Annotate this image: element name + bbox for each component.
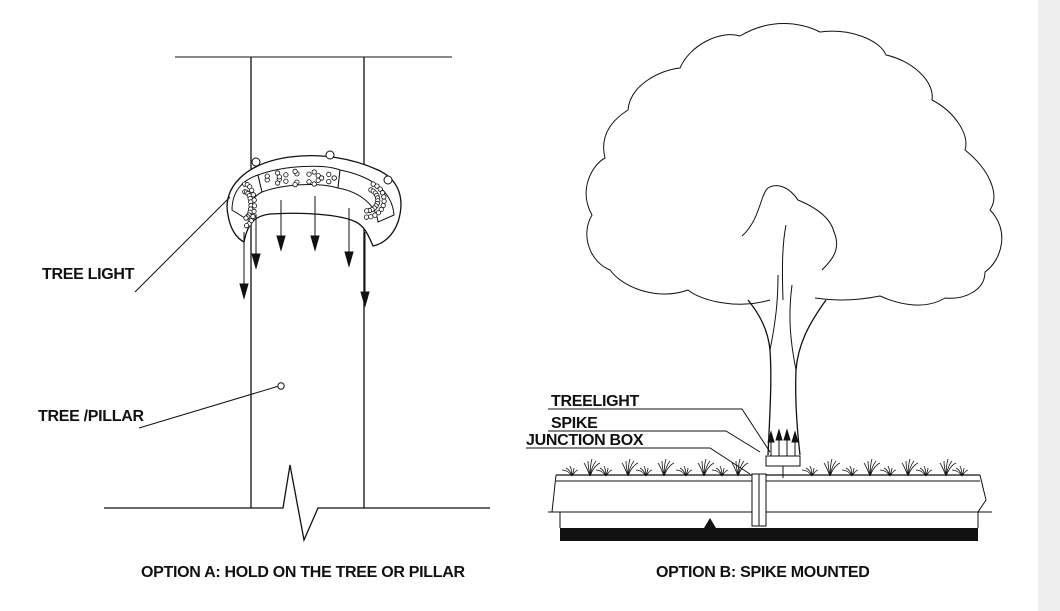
- led-dot: [326, 171, 332, 177]
- led-dot: [374, 183, 380, 189]
- tree-light-leader: [134, 196, 231, 293]
- label-tree-pillar: TREE /PILLAR: [38, 408, 144, 425]
- led-dot: [363, 214, 370, 220]
- option-a-drawing: [104, 56, 490, 543]
- grass-blade: [869, 462, 881, 477]
- ground-break-line: [104, 464, 490, 543]
- label-junction-box: JUNCTION BOX: [526, 432, 644, 449]
- led-dot: [306, 171, 312, 177]
- grass-blade: [721, 469, 729, 477]
- led-dot: [250, 192, 256, 198]
- spike-leader: [548, 430, 761, 453]
- grass-blade: [645, 469, 653, 477]
- led-dot: [381, 198, 387, 204]
- right-edge-margin: [1038, 0, 1060, 611]
- inner-canopy: [741, 185, 838, 271]
- led-dot: [377, 186, 383, 192]
- tree-canopy: [585, 23, 1003, 306]
- caption-option-b: OPTION B: SPIKE MOUNTED: [656, 564, 870, 581]
- downlight-arrows: [239, 196, 370, 308]
- option-b-drawing: [526, 23, 1003, 541]
- grass-blade: [829, 462, 841, 477]
- foundation-slab: [560, 528, 978, 541]
- grass-blade: [907, 462, 919, 477]
- led-dot: [381, 194, 387, 200]
- grass-blade: [605, 469, 613, 477]
- grass-blade: [589, 462, 601, 477]
- tree-pillar-marker: [277, 382, 285, 390]
- grass-blade: [851, 469, 859, 477]
- led-dot: [292, 168, 298, 174]
- led-dot: [375, 210, 382, 216]
- grass-blade: [571, 469, 579, 477]
- tree-light-fixture: [226, 150, 402, 247]
- grass-blade: [889, 469, 897, 477]
- ground-plants: [561, 458, 969, 477]
- led-dot: [251, 197, 257, 203]
- grass-blade: [737, 462, 749, 477]
- led-dot: [311, 169, 317, 175]
- label-tree-light: TREE LIGHT: [42, 266, 135, 283]
- led-dot: [243, 215, 249, 221]
- grass-blade: [945, 462, 957, 477]
- led-dot: [326, 179, 332, 185]
- led-dot: [283, 178, 289, 184]
- caption-option-a: OPTION A: HOLD ON THE TREE OR PILLAR: [141, 564, 465, 581]
- treelight-unit: [765, 455, 801, 467]
- grass-blade: [961, 469, 969, 477]
- led-dot: [318, 175, 325, 181]
- led-dot: [331, 175, 337, 181]
- uplight-arrows: [767, 428, 799, 456]
- led-array: [242, 168, 387, 229]
- led-dot: [251, 203, 258, 209]
- led-dot: [292, 182, 298, 188]
- led-dot: [368, 214, 374, 220]
- grass-blade: [685, 469, 693, 477]
- trunk-right: [794, 299, 827, 456]
- grass-blade: [811, 469, 819, 477]
- led-dot: [274, 170, 281, 176]
- led-dot: [244, 223, 250, 229]
- grass-blade: [663, 462, 675, 477]
- trunk-left: [747, 299, 772, 456]
- grass-blade: [703, 462, 715, 477]
- label-spike: SPIKE: [551, 415, 598, 432]
- grass-blade: [925, 469, 933, 477]
- led-dot: [306, 179, 312, 185]
- label-treelight: TREELIGHT: [551, 393, 639, 410]
- treelight-leader: [548, 408, 771, 453]
- tree-pillar-leader: [138, 385, 280, 429]
- led-dot: [264, 173, 270, 179]
- led-dot: [283, 172, 289, 178]
- led-dot: [378, 206, 384, 212]
- led-dot: [249, 187, 255, 193]
- junction-box-leader: [526, 447, 751, 475]
- led-dot: [311, 181, 317, 187]
- led-dot: [364, 208, 370, 214]
- grass-blade: [627, 462, 639, 477]
